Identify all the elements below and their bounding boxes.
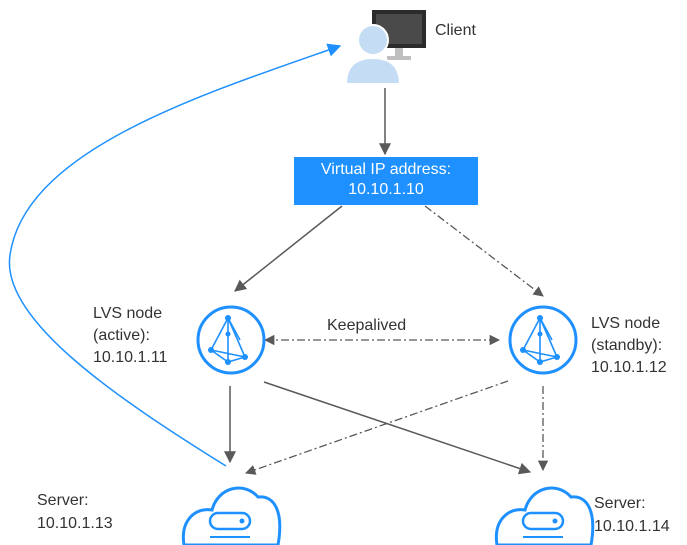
- user-icon: [344, 24, 402, 85]
- lvs-standby-ip: 10.10.1.12: [591, 359, 667, 376]
- server-right-ip: 10.10.1.14: [594, 518, 670, 535]
- active-to-server-right-arrow: [263, 381, 532, 475]
- vip-title: Virtual IP address:: [320, 161, 452, 178]
- standby-to-server-left-arrow: [245, 380, 509, 475]
- lvs-standby-label-line2: (standby):: [591, 337, 663, 354]
- lvs-active-ip: 10.10.1.11: [93, 349, 168, 366]
- lvs-active-label-line1: LVS node: [93, 305, 163, 322]
- vip-to-active-arrow: [234, 205, 343, 292]
- server-to-client-return-arrow: [8, 43, 342, 467]
- vip-address: 10.10.1.10: [348, 181, 424, 198]
- server-left-cloud-icon: [181, 486, 282, 545]
- lvs-standby-label-line1: LVS node: [591, 315, 661, 332]
- server-left-ip: 10.10.1.13: [37, 515, 113, 532]
- server-left-label: Server:: [37, 492, 89, 509]
- client-label: Client: [435, 22, 476, 39]
- lvs-active-label-line2: (active):: [93, 327, 150, 344]
- keepalived-label: Keepalived: [327, 317, 407, 334]
- server-right-label: Server:: [594, 495, 646, 512]
- lvs-standby-node-icon: [508, 305, 578, 375]
- vip-to-standby-arrow: [424, 205, 544, 297]
- server-right-cloud-icon: [494, 486, 595, 545]
- lvs-active-node-icon: [196, 305, 266, 375]
- client-icon: [344, 10, 426, 85]
- virtual-ip-box: Virtual IP address: 10.10.1.10: [294, 157, 478, 205]
